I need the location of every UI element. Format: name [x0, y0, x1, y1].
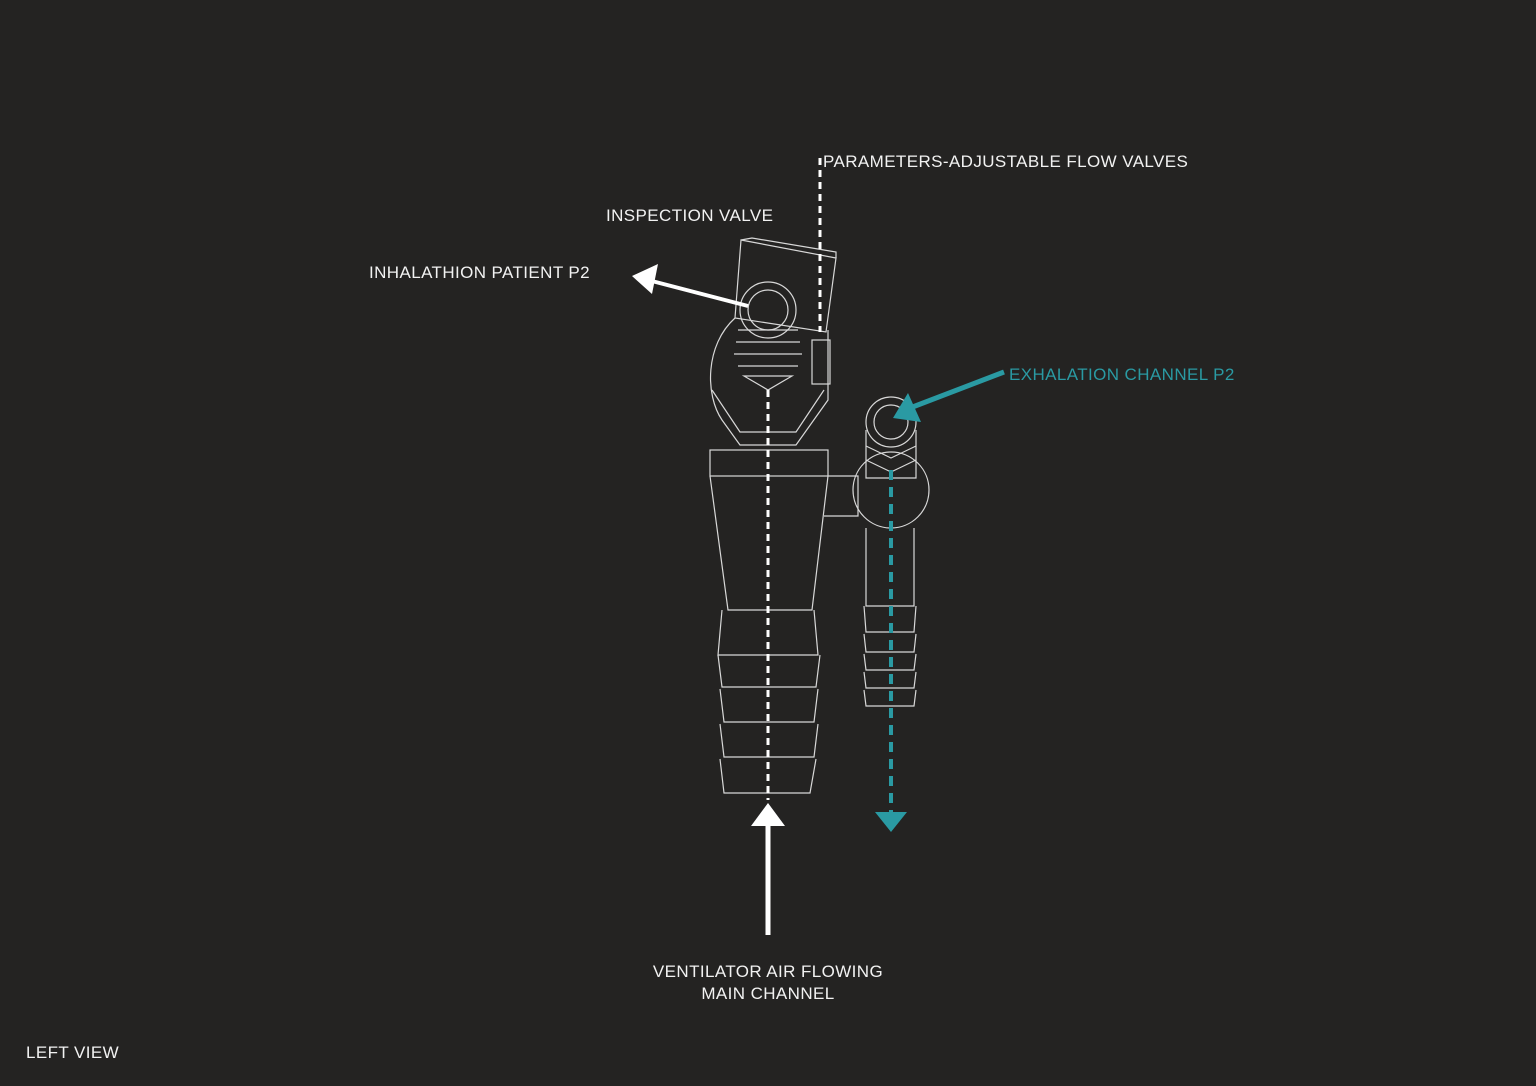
ventilator-label-line1: VENTILATOR AIR FLOWING — [652, 962, 884, 981]
exhalation-outlet-arrow — [875, 812, 907, 832]
ventilator-arrow — [751, 803, 785, 935]
exhalation-label: EXHALATION CHANNEL P2 — [1009, 365, 1235, 384]
view-label: LEFT VIEW — [26, 1043, 120, 1062]
exhalation-arrow — [893, 369, 1005, 422]
inhalation-arrow — [632, 264, 749, 308]
inspection-valve-label: INSPECTION VALVE — [606, 206, 774, 225]
ventilator-label-line2: MAIN CHANNEL — [701, 984, 835, 1003]
parameters-label: PARAMETERS-ADJUSTABLE FLOW VALVES — [823, 152, 1189, 171]
inhalation-label: INHALATHION PATIENT P2 — [369, 263, 591, 282]
valve-body — [709, 237, 859, 794]
ventilator-label: VENTILATOR AIR FLOWING MAIN CHANNEL — [618, 961, 918, 1005]
